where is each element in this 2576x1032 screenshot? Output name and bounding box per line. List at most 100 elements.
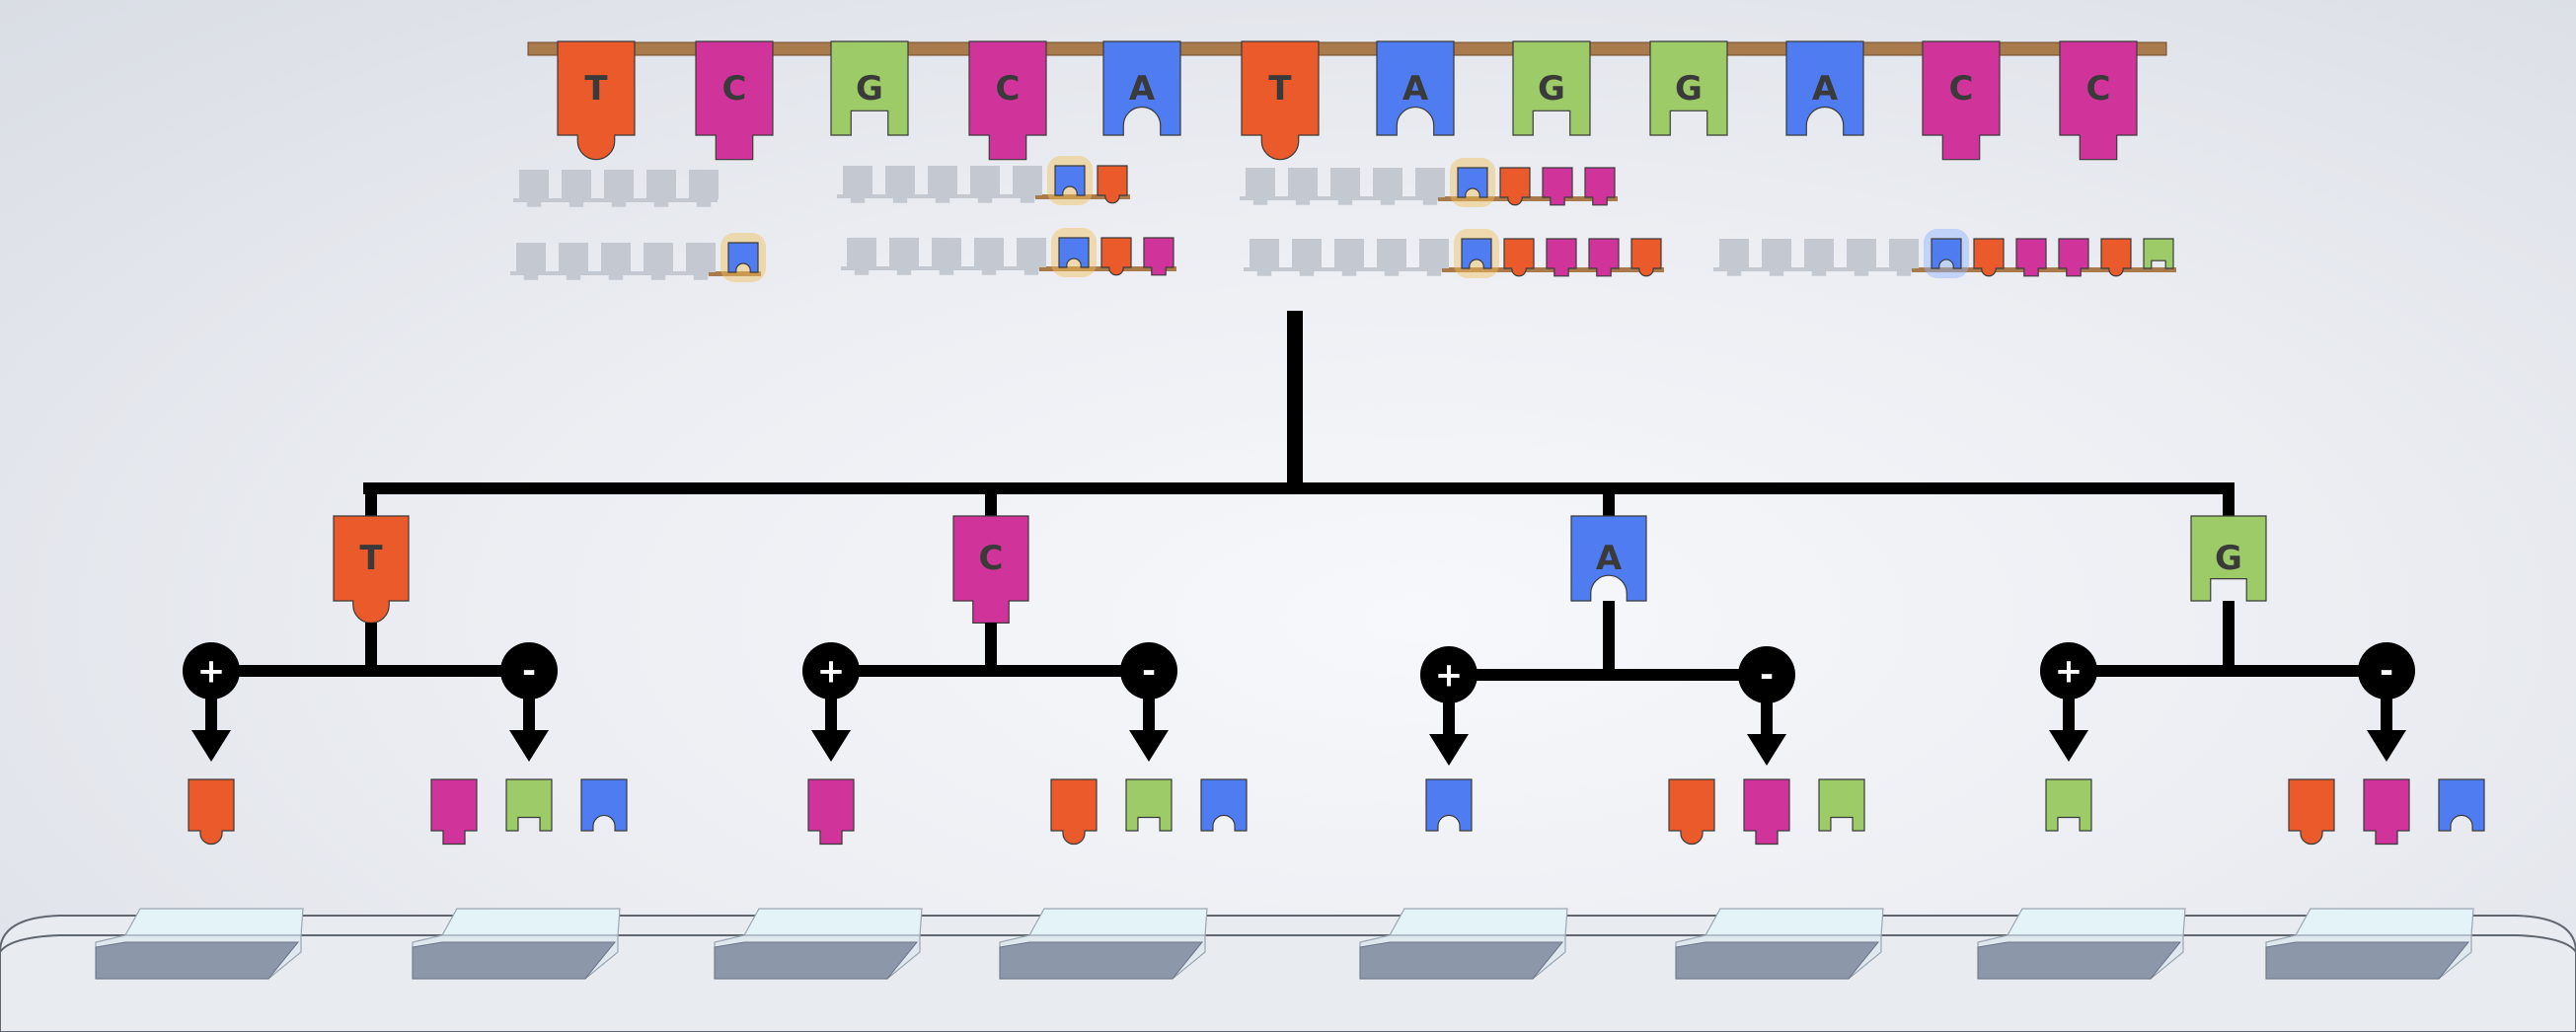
fragment-ghost-nucleotide <box>1889 239 1919 276</box>
minus-arrow-shaft <box>1761 702 1773 738</box>
template-nucleotide <box>2059 40 2138 161</box>
plus-node-icon <box>802 642 860 700</box>
fragment-ghost-nucleotide <box>1330 168 1360 205</box>
branch-bar <box>2069 665 2387 677</box>
fragment-nucleotide <box>1503 238 1535 277</box>
fragment-backbone <box>1442 267 1664 272</box>
plus-arrow-head-icon <box>811 730 851 762</box>
conveyor-belt <box>0 908 2576 1032</box>
template-nucleotide <box>830 40 909 136</box>
tray-lid <box>440 908 621 936</box>
plus-node-icon <box>183 642 240 700</box>
template-nucleotide <box>557 40 636 161</box>
minus-sign: - <box>522 652 536 692</box>
outcome-minus-nucleotide <box>2288 778 2335 846</box>
fragment-group <box>510 156 2176 282</box>
tray-plate <box>95 941 300 980</box>
template-nucleotide <box>1649 40 1728 136</box>
outcome-minus-nucleotide <box>505 778 553 832</box>
fragment-ghost-nucleotide <box>644 243 673 280</box>
tree-branch-T: T + - <box>183 488 628 846</box>
tray <box>2265 908 2474 980</box>
fragment-backbone <box>709 271 761 276</box>
minus-arrow-head-icon <box>509 730 549 762</box>
fragment-nucleotide <box>1584 167 1616 206</box>
outcome-minus-nucleotide <box>1668 778 1715 846</box>
branch-stem <box>985 623 997 671</box>
outcome-minus-nucleotide <box>2438 778 2485 832</box>
template-nucleotide-letter: A <box>1812 69 1839 109</box>
fragment-nucleotide <box>1546 238 1577 277</box>
outcome-plus-nucleotide <box>1425 778 1473 832</box>
tray-plate <box>1977 941 2182 980</box>
plus-node-icon <box>2040 642 2097 700</box>
branch-nucleotide-letter: T <box>359 539 383 578</box>
fragment-ghost-nucleotide <box>646 170 676 207</box>
fragment <box>1240 158 1618 207</box>
fragment-ghost-nucleotide <box>974 238 1004 275</box>
branch-bar <box>1449 669 1767 681</box>
fragment-ghost-nucleotide <box>1288 168 1318 205</box>
fragment-ghost-nucleotide <box>847 238 876 275</box>
fragment-ghost-nucleotide <box>970 166 1000 203</box>
fragment-ghost-backbone <box>510 271 757 275</box>
outcome-minus-nucleotide <box>1200 778 1248 832</box>
branch-nucleotide <box>952 515 1029 624</box>
fragment-ghost-nucleotide <box>1246 168 1275 205</box>
template-nucleotide-letter: A <box>1402 69 1429 109</box>
fragment <box>841 228 1176 277</box>
branch-bar <box>831 665 1149 677</box>
fragment-backbone <box>1039 266 1176 271</box>
minus-node-icon <box>1120 642 1177 700</box>
branch-nucleotide-letter: C <box>979 539 1004 578</box>
fragment-nucleotide <box>2058 238 2089 277</box>
branch-nucleotide <box>1570 515 1647 602</box>
fragment-ghost-nucleotide <box>928 166 957 203</box>
template-nucleotide-letter: C <box>722 69 747 109</box>
minus-node-icon <box>1738 646 1795 703</box>
fragment-ghost-nucleotide <box>519 170 549 207</box>
outcome-plus-nucleotide <box>2045 778 2092 832</box>
tray-lid <box>1388 908 1568 936</box>
branch-bar <box>211 665 529 677</box>
plus-sign: + <box>197 652 226 692</box>
fragment-ghost-nucleotide <box>686 243 716 280</box>
template-nucleotide <box>695 40 774 161</box>
fragment-ghost-nucleotide <box>604 170 634 207</box>
tray-plate <box>999 941 1204 980</box>
template-nucleotide-letter: G <box>1538 69 1565 109</box>
fragment-ghost-nucleotide <box>516 243 546 280</box>
template-nucleotide-letter: G <box>856 69 883 109</box>
fragment <box>510 233 766 282</box>
fragment-nucleotide <box>1461 238 1492 269</box>
plus-arrow-head-icon <box>2049 730 2088 762</box>
minus-arrow-head-icon <box>1129 730 1169 762</box>
outcome-plus-nucleotide <box>188 778 235 846</box>
fragment-ghost-nucleotide <box>1419 239 1449 276</box>
fragment <box>1244 229 1664 278</box>
tray <box>1675 908 1884 980</box>
tray <box>95 908 304 980</box>
fragment-nucleotide <box>2143 238 2174 269</box>
branch-nucleotide <box>2190 515 2267 602</box>
tray-plate <box>1359 941 1564 980</box>
plus-sign: + <box>2055 652 2084 692</box>
fragment-nucleotide <box>1588 238 1620 277</box>
fragment-ghost-nucleotide <box>1719 239 1749 276</box>
fragment-ghost-nucleotide <box>601 243 631 280</box>
tray <box>1977 908 2186 980</box>
plus-sign: + <box>1435 656 1464 696</box>
minus-arrow-head-icon <box>2367 730 2406 762</box>
outcome-minus-nucleotide <box>1743 778 1790 846</box>
template-nucleotide-letter: G <box>1675 69 1703 109</box>
fragment-ghost-nucleotide <box>1415 168 1445 205</box>
fragment-ghost-nucleotide <box>689 170 719 207</box>
plus-arrow-head-icon <box>191 730 231 762</box>
tray-lid <box>2294 908 2474 936</box>
minus-node-icon <box>500 642 558 700</box>
branch-nucleotide-letter: A <box>1596 539 1623 578</box>
fragment-nucleotide <box>1931 238 1962 269</box>
tray <box>1359 908 1568 980</box>
